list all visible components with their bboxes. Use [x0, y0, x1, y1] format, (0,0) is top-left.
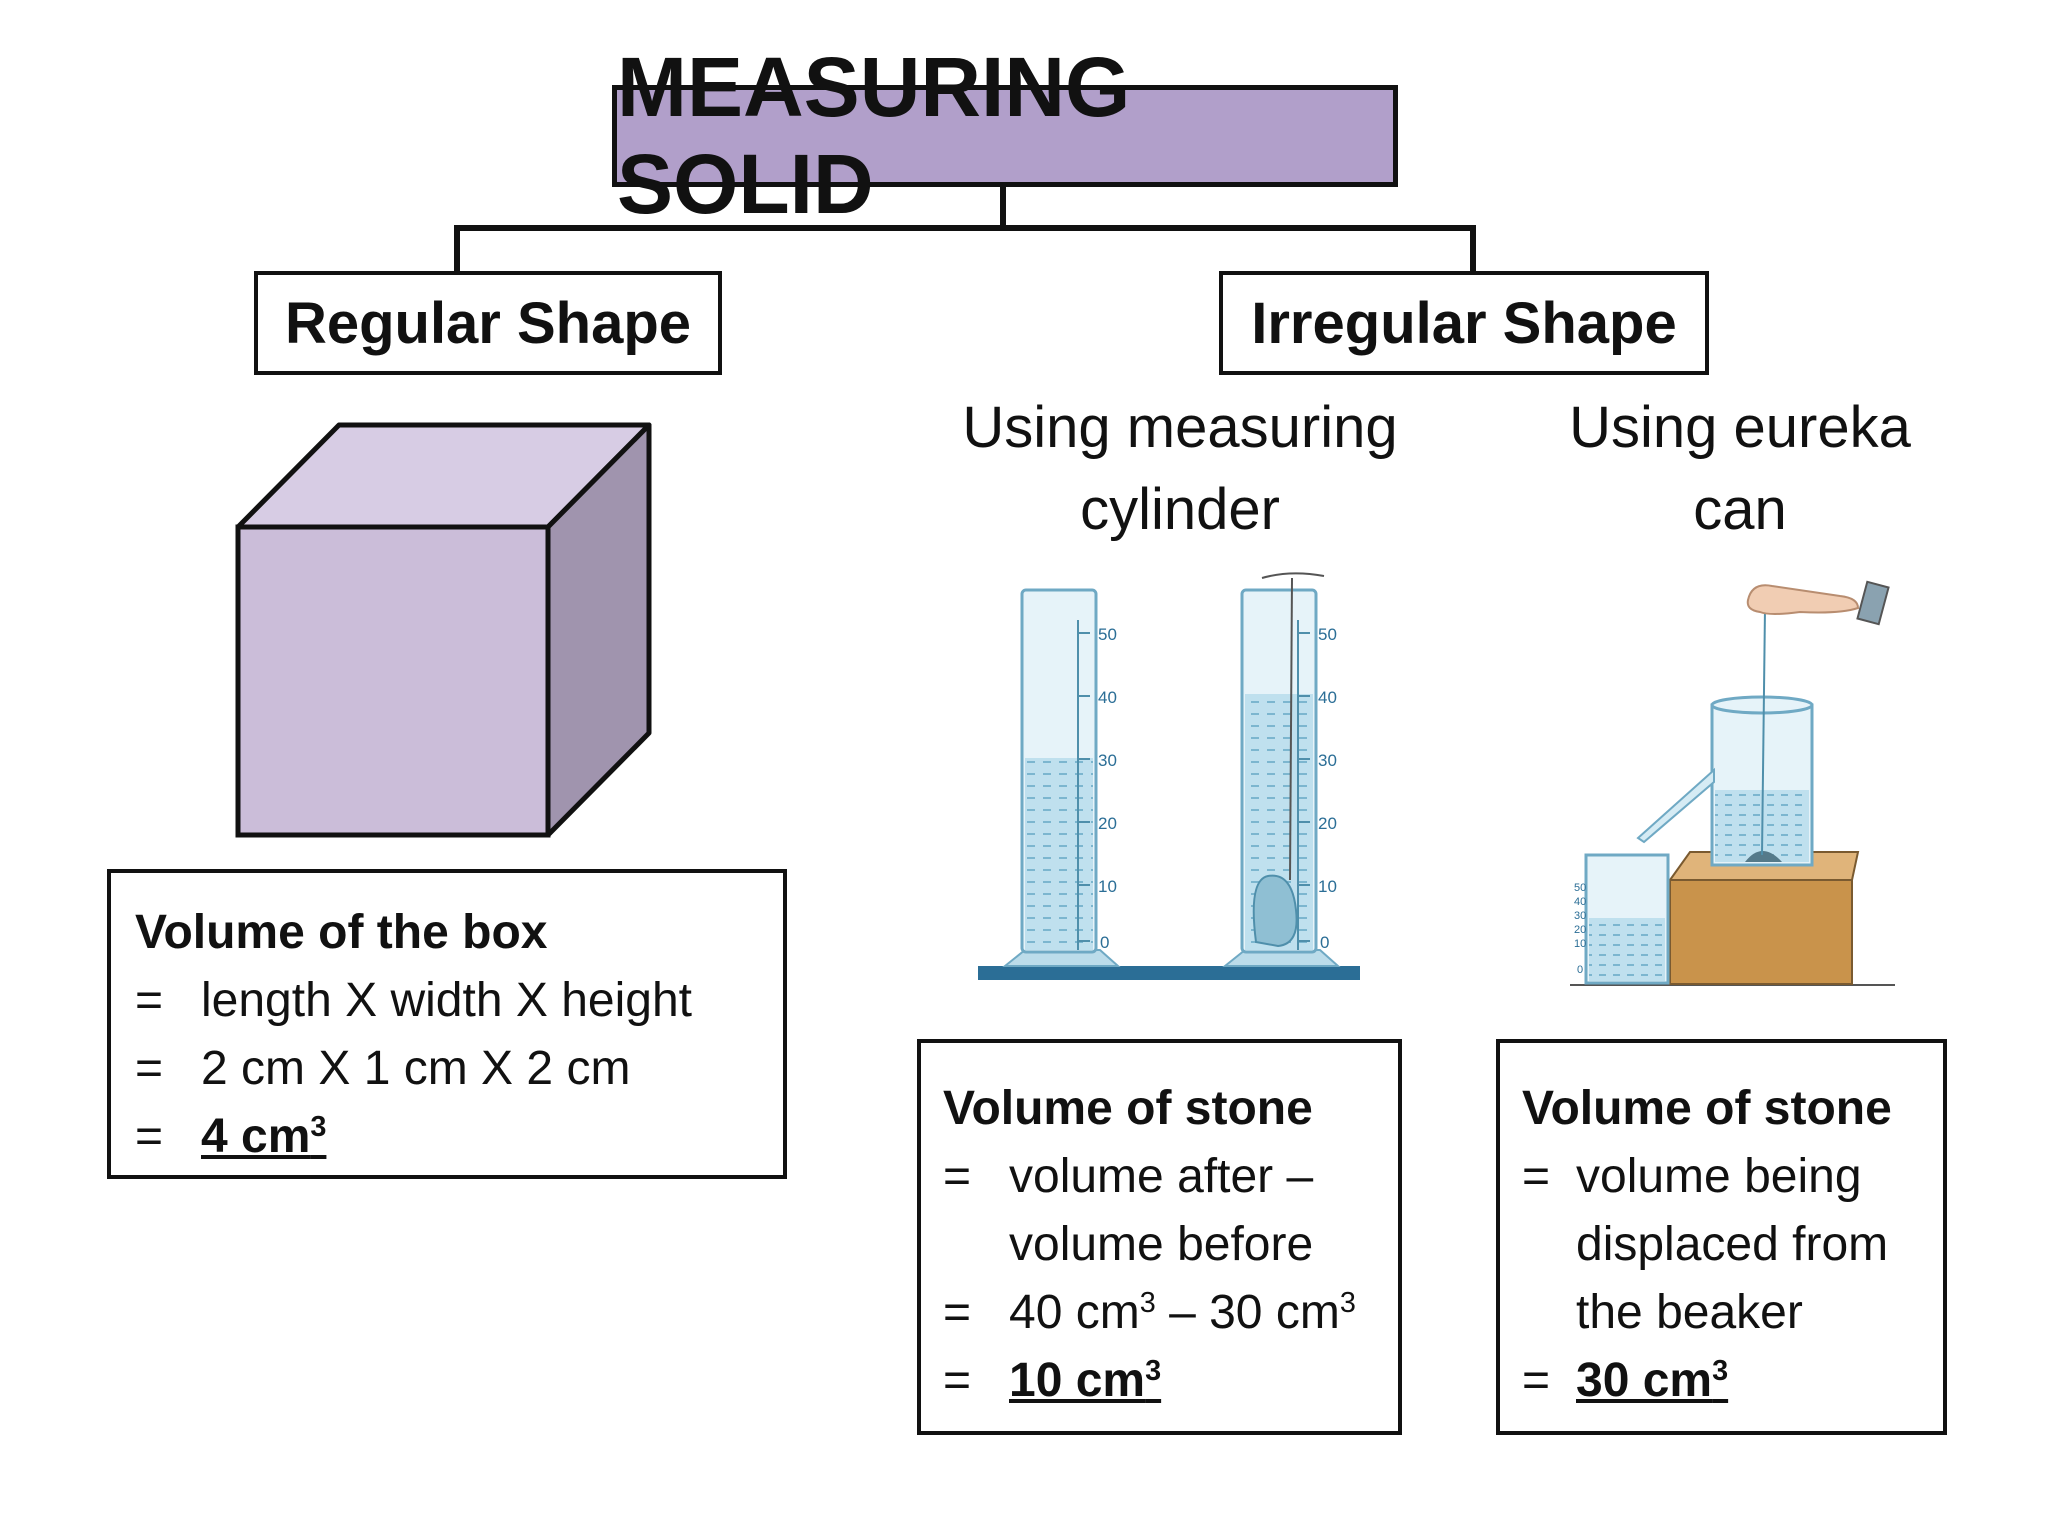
formula-line: = volume being: [1522, 1150, 1862, 1203]
scale-label: 50: [1098, 625, 1117, 644]
formula-line: volume before: [1009, 1218, 1314, 1271]
beaker-scale-label: 40: [1574, 896, 1586, 908]
method-eureka-can: Using eureka can: [1520, 387, 1960, 551]
scale-label: 20: [1098, 814, 1117, 833]
beaker-scale-label: 0: [1577, 964, 1583, 976]
beaker-scale-label: 10: [1574, 938, 1586, 950]
scale-label: 30: [1318, 751, 1337, 770]
cylinder-base-plate: [978, 966, 1360, 980]
measuring-cylinder-before: [1002, 588, 1121, 967]
method-line: Using measuring: [962, 395, 1398, 460]
scale-label: 10: [1318, 877, 1337, 896]
beaker-scale-label: 50: [1574, 882, 1586, 894]
scale-label: 50: [1318, 625, 1337, 644]
stone: [1252, 874, 1298, 948]
cuff: [1856, 580, 1890, 626]
scale-label: 40: [1098, 688, 1117, 707]
scale-label: 10: [1098, 877, 1117, 896]
irregular-shape-label: Irregular Shape: [1219, 271, 1709, 375]
beaker-scale-label: 20: [1574, 924, 1586, 936]
result-value: 4 cm3: [201, 1110, 327, 1163]
result-value: 30 cm3: [1576, 1354, 1729, 1407]
formula-line: = 2 cm X 1 cm X 2 cm: [135, 1042, 631, 1095]
formula-result: = 4 cm3: [135, 1103, 783, 1171]
eureka-volume-heading: Volume of stone: [1522, 1082, 1892, 1135]
string: [1761, 607, 1766, 856]
measuring-cylinder-after: [1222, 572, 1341, 967]
method-measuring-cylinder: Using measuring cylinder: [920, 387, 1440, 551]
formula-line: = volume after –: [943, 1150, 1314, 1203]
hand: [1746, 584, 1860, 615]
cube-front-face: [235, 524, 551, 838]
diagram-title: MEASURING SOLID: [612, 40, 1398, 231]
scale-label: 40: [1318, 688, 1337, 707]
method-line: Using eureka: [1569, 395, 1911, 460]
formula-result: = 30 cm3: [1522, 1347, 1943, 1415]
method-line: can: [1693, 477, 1787, 542]
scale-label: 20: [1318, 814, 1337, 833]
eureka-can: [1636, 695, 1814, 867]
scale-label: 0: [1320, 933, 1329, 952]
formula-line: = length X width X height: [135, 974, 692, 1027]
scale-label: 30: [1098, 751, 1117, 770]
box-volume-info: Volume of the box = length X width X hei…: [107, 869, 787, 1179]
formula-line: = 40 cm3 – 30 cm3: [943, 1286, 1356, 1339]
beaker-scale-label: 30: [1574, 910, 1586, 922]
cylinder-volume-info: Volume of stone = volume after – volume …: [917, 1039, 1402, 1435]
cylinder-volume-heading: Volume of stone: [943, 1082, 1313, 1135]
formula-line: the beaker: [1576, 1286, 1803, 1339]
method-line: cylinder: [1080, 477, 1280, 542]
eureka-volume-info: Volume of stone = volume being displaced…: [1496, 1039, 1947, 1435]
wooden-block: [1668, 851, 1860, 985]
scale-label: 0: [1100, 933, 1109, 952]
box-volume-heading: Volume of the box: [135, 906, 548, 959]
formula-line: displaced from: [1576, 1218, 1889, 1271]
regular-shape-label: Regular Shape: [254, 271, 722, 375]
formula-result: = 10 cm3: [943, 1347, 1398, 1415]
result-value: 10 cm3: [1009, 1354, 1162, 1407]
collecting-beaker: [1584, 853, 1670, 985]
